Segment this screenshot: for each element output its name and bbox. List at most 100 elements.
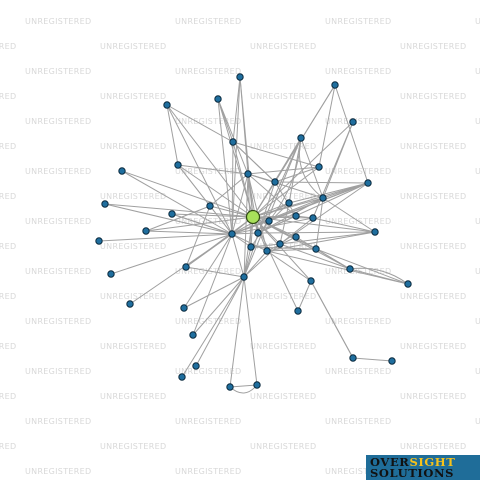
graph-edge	[231, 233, 245, 278]
watermark-text: UNREGISTERED	[325, 417, 391, 426]
watermark-text: UNREGISTERED	[25, 317, 91, 326]
graph-node	[331, 81, 339, 89]
graph-edge	[266, 250, 409, 285]
graph-edge	[288, 182, 369, 204]
graph-edge	[232, 76, 241, 143]
watermark-text: UNREGISTERED	[325, 467, 391, 476]
watermark-text: UNREGISTERED	[475, 17, 480, 26]
graph-node	[236, 73, 244, 81]
watermark-text: UNREGISTERED	[325, 317, 391, 326]
graph-edge	[279, 243, 351, 270]
graph-edge	[171, 213, 233, 235]
graph-node	[253, 381, 261, 389]
logo-sight-text: SIGHT	[409, 455, 456, 469]
watermark-text: UNREGISTERED	[25, 167, 91, 176]
watermark-text: UNREGISTERED	[100, 392, 166, 401]
watermark-text: UNREGISTERED	[475, 67, 480, 76]
watermark-text: UNREGISTERED	[400, 192, 466, 201]
graph-edge	[104, 203, 254, 218]
graph-edge	[274, 166, 320, 183]
graph-edge	[247, 173, 324, 199]
watermark-text: UNREGISTERED	[250, 42, 316, 51]
graph-edge	[166, 104, 234, 143]
watermark-text: UNREGISTERED	[175, 117, 241, 126]
graph-edge	[252, 121, 354, 218]
watermark-text: UNREGISTERED	[475, 367, 480, 376]
graph-edge	[247, 166, 320, 175]
graph-edge	[274, 137, 302, 183]
graph-edge	[279, 217, 314, 245]
graph-edge	[239, 76, 249, 175]
graph-edge	[231, 173, 249, 235]
graph-edge	[334, 84, 369, 184]
graph-edge	[232, 141, 276, 183]
focus-node	[245, 209, 261, 225]
graph-edge	[297, 280, 312, 312]
graph-edge	[279, 231, 376, 245]
graph-node	[309, 214, 317, 222]
graph-node	[189, 331, 197, 339]
graph-edge	[229, 276, 245, 388]
graph-node	[182, 263, 190, 271]
graph-edge	[192, 276, 245, 336]
watermark-text: UNREGISTERED	[175, 17, 241, 26]
graph-edge	[257, 137, 302, 234]
graph-edge	[181, 276, 245, 378]
watermark-text: UNREGISTERED	[100, 92, 166, 101]
graph-node	[294, 307, 302, 315]
graph-edge	[274, 181, 369, 184]
graph-node	[297, 134, 305, 142]
watermark-text: UNREGISTERED	[175, 467, 241, 476]
watermark-text: UNREGISTERED	[250, 192, 316, 201]
graph-node	[226, 383, 234, 391]
watermark-text: UNREGISTERED	[400, 442, 466, 451]
graph-edge	[231, 233, 268, 252]
graph-node	[254, 229, 262, 237]
logo-line-1: OVERSIGHT	[370, 456, 455, 468]
watermark-text: UNREGISTERED	[25, 267, 91, 276]
watermark-text: UNREGISTERED	[400, 242, 466, 251]
watermark-text: UNREGISTERED	[250, 392, 316, 401]
graph-edge	[231, 217, 314, 235]
graph-node	[178, 373, 186, 381]
watermark-text: UNREGISTERED	[0, 342, 16, 351]
graph-node	[180, 304, 188, 312]
graph-edge	[177, 164, 254, 218]
watermark-text: UNREGISTERED	[325, 117, 391, 126]
watermark-text: UNREGISTERED	[250, 442, 316, 451]
watermark-text: UNREGISTERED	[100, 42, 166, 51]
graph-edge	[243, 137, 302, 278]
graph-edge	[231, 197, 324, 235]
graph-node	[388, 357, 396, 365]
graph-node	[228, 230, 236, 238]
watermark-text: UNREGISTERED	[100, 192, 166, 201]
watermark-text: UNREGISTERED	[175, 167, 241, 176]
graph-edge	[279, 202, 290, 245]
graph-node	[276, 240, 284, 248]
graph-edge	[110, 233, 233, 275]
watermark-text: UNREGISTERED	[0, 142, 16, 151]
watermark-text: UNREGISTERED	[25, 417, 91, 426]
graph-edge	[195, 276, 245, 367]
graph-node	[346, 265, 354, 273]
watermark-text: UNREGISTERED	[100, 342, 166, 351]
graph-edge	[217, 98, 233, 235]
watermark-text: UNREGISTERED	[0, 442, 16, 451]
graph-edge	[266, 248, 317, 252]
watermark-text: UNREGISTERED	[25, 367, 91, 376]
watermark-text: UNREGISTERED	[250, 342, 316, 351]
graph-node	[404, 280, 412, 288]
graph-edge	[231, 202, 290, 235]
graph-edge	[310, 280, 354, 359]
graph-edge	[243, 173, 249, 278]
graph-edge	[257, 231, 376, 234]
logo-over-text: OVER	[370, 455, 410, 469]
graph-edge	[185, 266, 245, 278]
watermark-text: UNREGISTERED	[175, 217, 241, 226]
logo-line-2: SOLUTIONS	[370, 466, 454, 480]
graph-node	[163, 101, 171, 109]
node-layer	[95, 73, 412, 391]
watermark-text: UNREGISTERED	[400, 42, 466, 51]
watermark-text: UNREGISTERED	[250, 92, 316, 101]
watermark-text: UNREGISTERED	[100, 292, 166, 301]
